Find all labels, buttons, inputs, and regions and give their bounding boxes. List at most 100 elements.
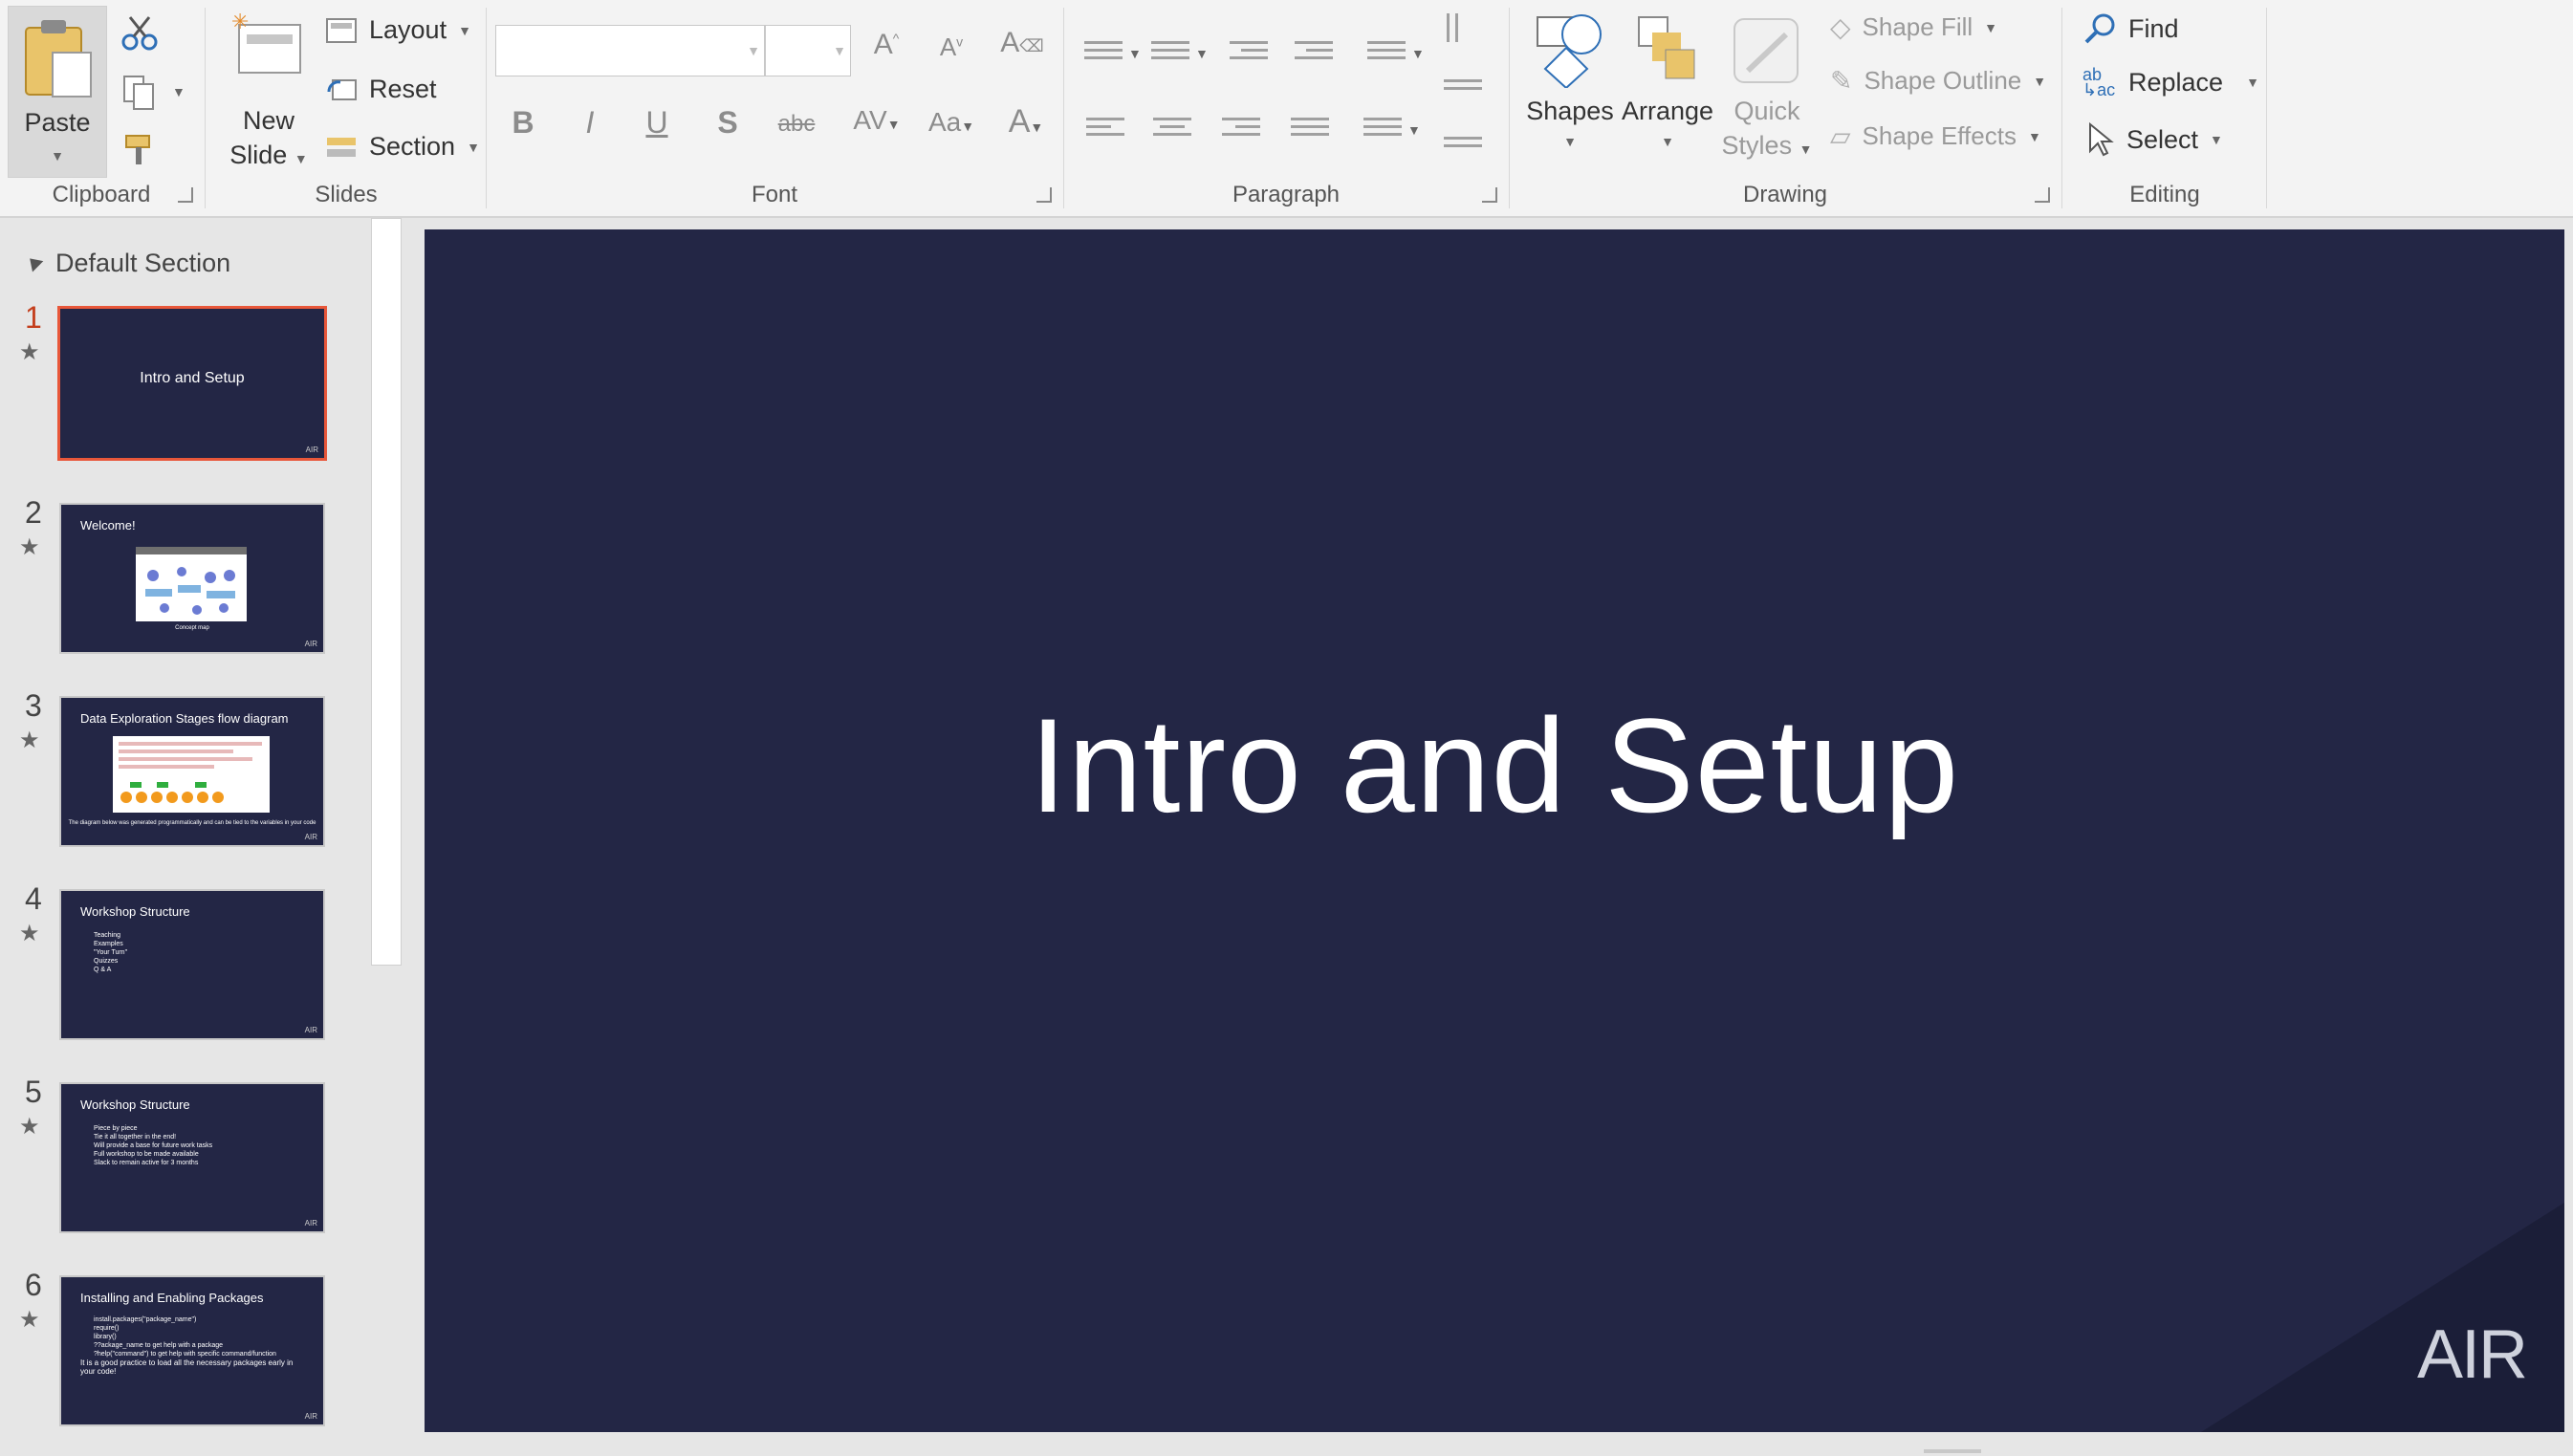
bullets-icon[interactable] [1084, 36, 1123, 65]
shape-effects-caret[interactable]: ▼ [2027, 128, 2041, 144]
reset-button[interactable]: Reset [325, 75, 437, 104]
slide-thumbnail-row[interactable]: 1 ★ Intro and Setup AIR [0, 300, 365, 468]
copy-icon[interactable] [120, 73, 159, 111]
slide-thumbnail-row[interactable]: 5 ★ Workshop Structure Piece by piece Ti… [0, 1075, 365, 1243]
shape-outline-label: Shape Outline [1864, 66, 2022, 95]
columns-icon[interactable] [1363, 113, 1402, 141]
find-button[interactable]: Find [2082, 11, 2179, 46]
section-caret[interactable]: ▼ [467, 139, 480, 155]
slide-thumbnail[interactable]: Workshop Structure Piece by piece Tie it… [59, 1082, 325, 1233]
horizontal-scroll-thumb[interactable] [1924, 1449, 1981, 1453]
font-color-icon[interactable]: A▼ [1008, 103, 1044, 140]
new-slide-button[interactable]: ✳ New Slide ▼ [216, 8, 321, 180]
paste-icon [25, 20, 92, 98]
horizontal-scrollbar[interactable] [403, 1444, 2573, 1456]
font-name-caret[interactable]: ▼ [747, 43, 760, 58]
columns-caret[interactable]: ▼ [1407, 122, 1421, 138]
slide-thumbnail[interactable]: Intro and Setup AIR [57, 306, 327, 461]
bullets-caret[interactable]: ▼ [1128, 46, 1142, 61]
replace-label: Replace [2128, 67, 2224, 97]
select-caret[interactable]: ▼ [2210, 132, 2223, 147]
line-spacing-caret[interactable]: ▼ [1411, 46, 1425, 61]
select-button[interactable]: Select▼ [2086, 122, 2223, 157]
shape-outline-button[interactable]: ✎ Shape Outline ▼ [1830, 65, 2046, 97]
font-size-combobox[interactable]: ▼ [765, 25, 851, 76]
paste-button[interactable]: Paste ▼ [8, 6, 107, 178]
thumbnail-logo: AIR [305, 445, 318, 454]
panel-scrollbar[interactable] [367, 218, 402, 1456]
panel-scroll-thumb[interactable] [371, 218, 402, 966]
shape-fill-button[interactable]: ◇ Shape Fill▼ [1830, 11, 1997, 43]
slide-thumbnail[interactable]: Data Exploration Stages flow diagram The… [59, 696, 325, 847]
shape-outline-icon: ✎ [1830, 66, 1853, 96]
paste-dropdown-caret[interactable]: ▼ [51, 148, 64, 163]
decrease-font-size-icon[interactable]: Av [939, 33, 964, 61]
line-spacing-icon[interactable] [1367, 36, 1406, 65]
numbering-icon[interactable] [1151, 36, 1189, 65]
layout-icon [326, 17, 357, 43]
bold-icon[interactable]: B [512, 105, 534, 140]
quick-styles-caret[interactable]: ▼ [1799, 141, 1813, 157]
shape-effects-button[interactable]: ▱ Shape Effects▼ [1830, 120, 2041, 152]
align-left-icon[interactable] [1086, 113, 1124, 141]
arrange-caret[interactable]: ▼ [1661, 134, 1674, 149]
shape-fill-caret[interactable]: ▼ [1984, 19, 1998, 35]
thumbnail-title: Workshop Structure [80, 1097, 190, 1112]
slide-thumbnail-row[interactable]: 3 ★ Data Exploration Stages flow diagram… [0, 688, 365, 857]
paragraph-dialog-launcher[interactable] [1482, 187, 1497, 203]
format-painter-icon[interactable] [120, 130, 159, 168]
slide-title[interactable]: Intro and Setup [1029, 690, 1960, 840]
italic-icon[interactable]: I [585, 105, 595, 140]
smartart-icon[interactable] [1444, 132, 1482, 161]
slide-thumbnail[interactable]: Workshop Structure Teaching Examples "Yo… [59, 889, 325, 1040]
text-direction-icon[interactable] [1444, 13, 1482, 42]
section-header[interactable]: Default Section [24, 249, 230, 278]
slide-thumbnail-row[interactable]: 6 ★ Installing and Enabling Packages ins… [0, 1268, 365, 1436]
clear-formatting-icon[interactable]: A⌫ [1000, 27, 1044, 58]
shape-fill-icon: ◇ [1830, 12, 1851, 42]
new-slide-caret[interactable]: ▼ [294, 151, 308, 166]
change-case-icon[interactable]: Aa▼ [927, 107, 975, 137]
replace-icon: ab↳ac [2082, 65, 2116, 99]
justify-icon[interactable] [1291, 113, 1329, 141]
cut-icon[interactable] [120, 13, 159, 52]
numbering-caret[interactable]: ▼ [1195, 46, 1209, 61]
copy-dropdown-caret[interactable]: ▼ [172, 84, 185, 99]
slide-canvas[interactable]: Intro and Setup AIR [425, 229, 2564, 1432]
align-right-icon[interactable] [1222, 113, 1260, 141]
font-dialog-launcher[interactable] [1036, 187, 1052, 203]
slide-thumbnail[interactable]: Welcome! Concept map AIR [59, 503, 325, 654]
slide-thumbnail-row[interactable]: 4 ★ Workshop Structure Teaching Examples… [0, 881, 365, 1050]
quick-styles-button[interactable]: Quick Styles ▼ [1717, 10, 1817, 182]
thumbnail-bullet: Teaching [94, 932, 121, 939]
shape-outline-caret[interactable]: ▼ [2033, 73, 2047, 89]
find-icon [2084, 13, 2115, 44]
font-name-combobox[interactable]: ▼ [495, 25, 765, 76]
slide-thumbnail[interactable]: Installing and Enabling Packages install… [59, 1275, 325, 1426]
collapse-section-icon[interactable] [24, 252, 44, 272]
clipboard-dialog-launcher[interactable] [178, 187, 193, 203]
thumbnail-logo: AIR [304, 1026, 317, 1034]
layout-caret[interactable]: ▼ [458, 22, 471, 38]
slide-thumbnail-row[interactable]: 2 ★ Welcome! Concept map AIR [0, 495, 365, 663]
shapes-button[interactable]: Shapes ▼ [1522, 10, 1618, 182]
align-center-icon[interactable] [1153, 113, 1191, 141]
drawing-dialog-launcher[interactable] [2035, 187, 2050, 203]
strikethrough-icon[interactable]: abc [777, 111, 816, 137]
replace-caret[interactable]: ▼ [2246, 75, 2259, 90]
character-spacing-icon[interactable]: AV▼ [853, 105, 901, 135]
text-shadow-icon[interactable]: S [717, 105, 738, 140]
shapes-caret[interactable]: ▼ [1563, 134, 1577, 149]
increase-indent-icon[interactable] [1295, 36, 1333, 65]
shapes-label: Shapes [1526, 97, 1614, 125]
layout-button[interactable]: Layout▼ [325, 15, 471, 45]
replace-button[interactable]: ab↳ac Replace ▼ [2082, 65, 2259, 99]
decrease-indent-icon[interactable] [1230, 36, 1268, 65]
increase-font-size-icon[interactable]: A^ [873, 29, 900, 60]
align-text-icon[interactable] [1444, 75, 1482, 103]
font-size-caret[interactable]: ▼ [833, 43, 846, 58]
underline-icon[interactable]: U [645, 105, 668, 140]
section-button[interactable]: Section▼ [325, 132, 480, 162]
editing-group-label: Editing [2129, 182, 2200, 207]
arrange-button[interactable]: Arrange ▼ [1620, 10, 1715, 182]
